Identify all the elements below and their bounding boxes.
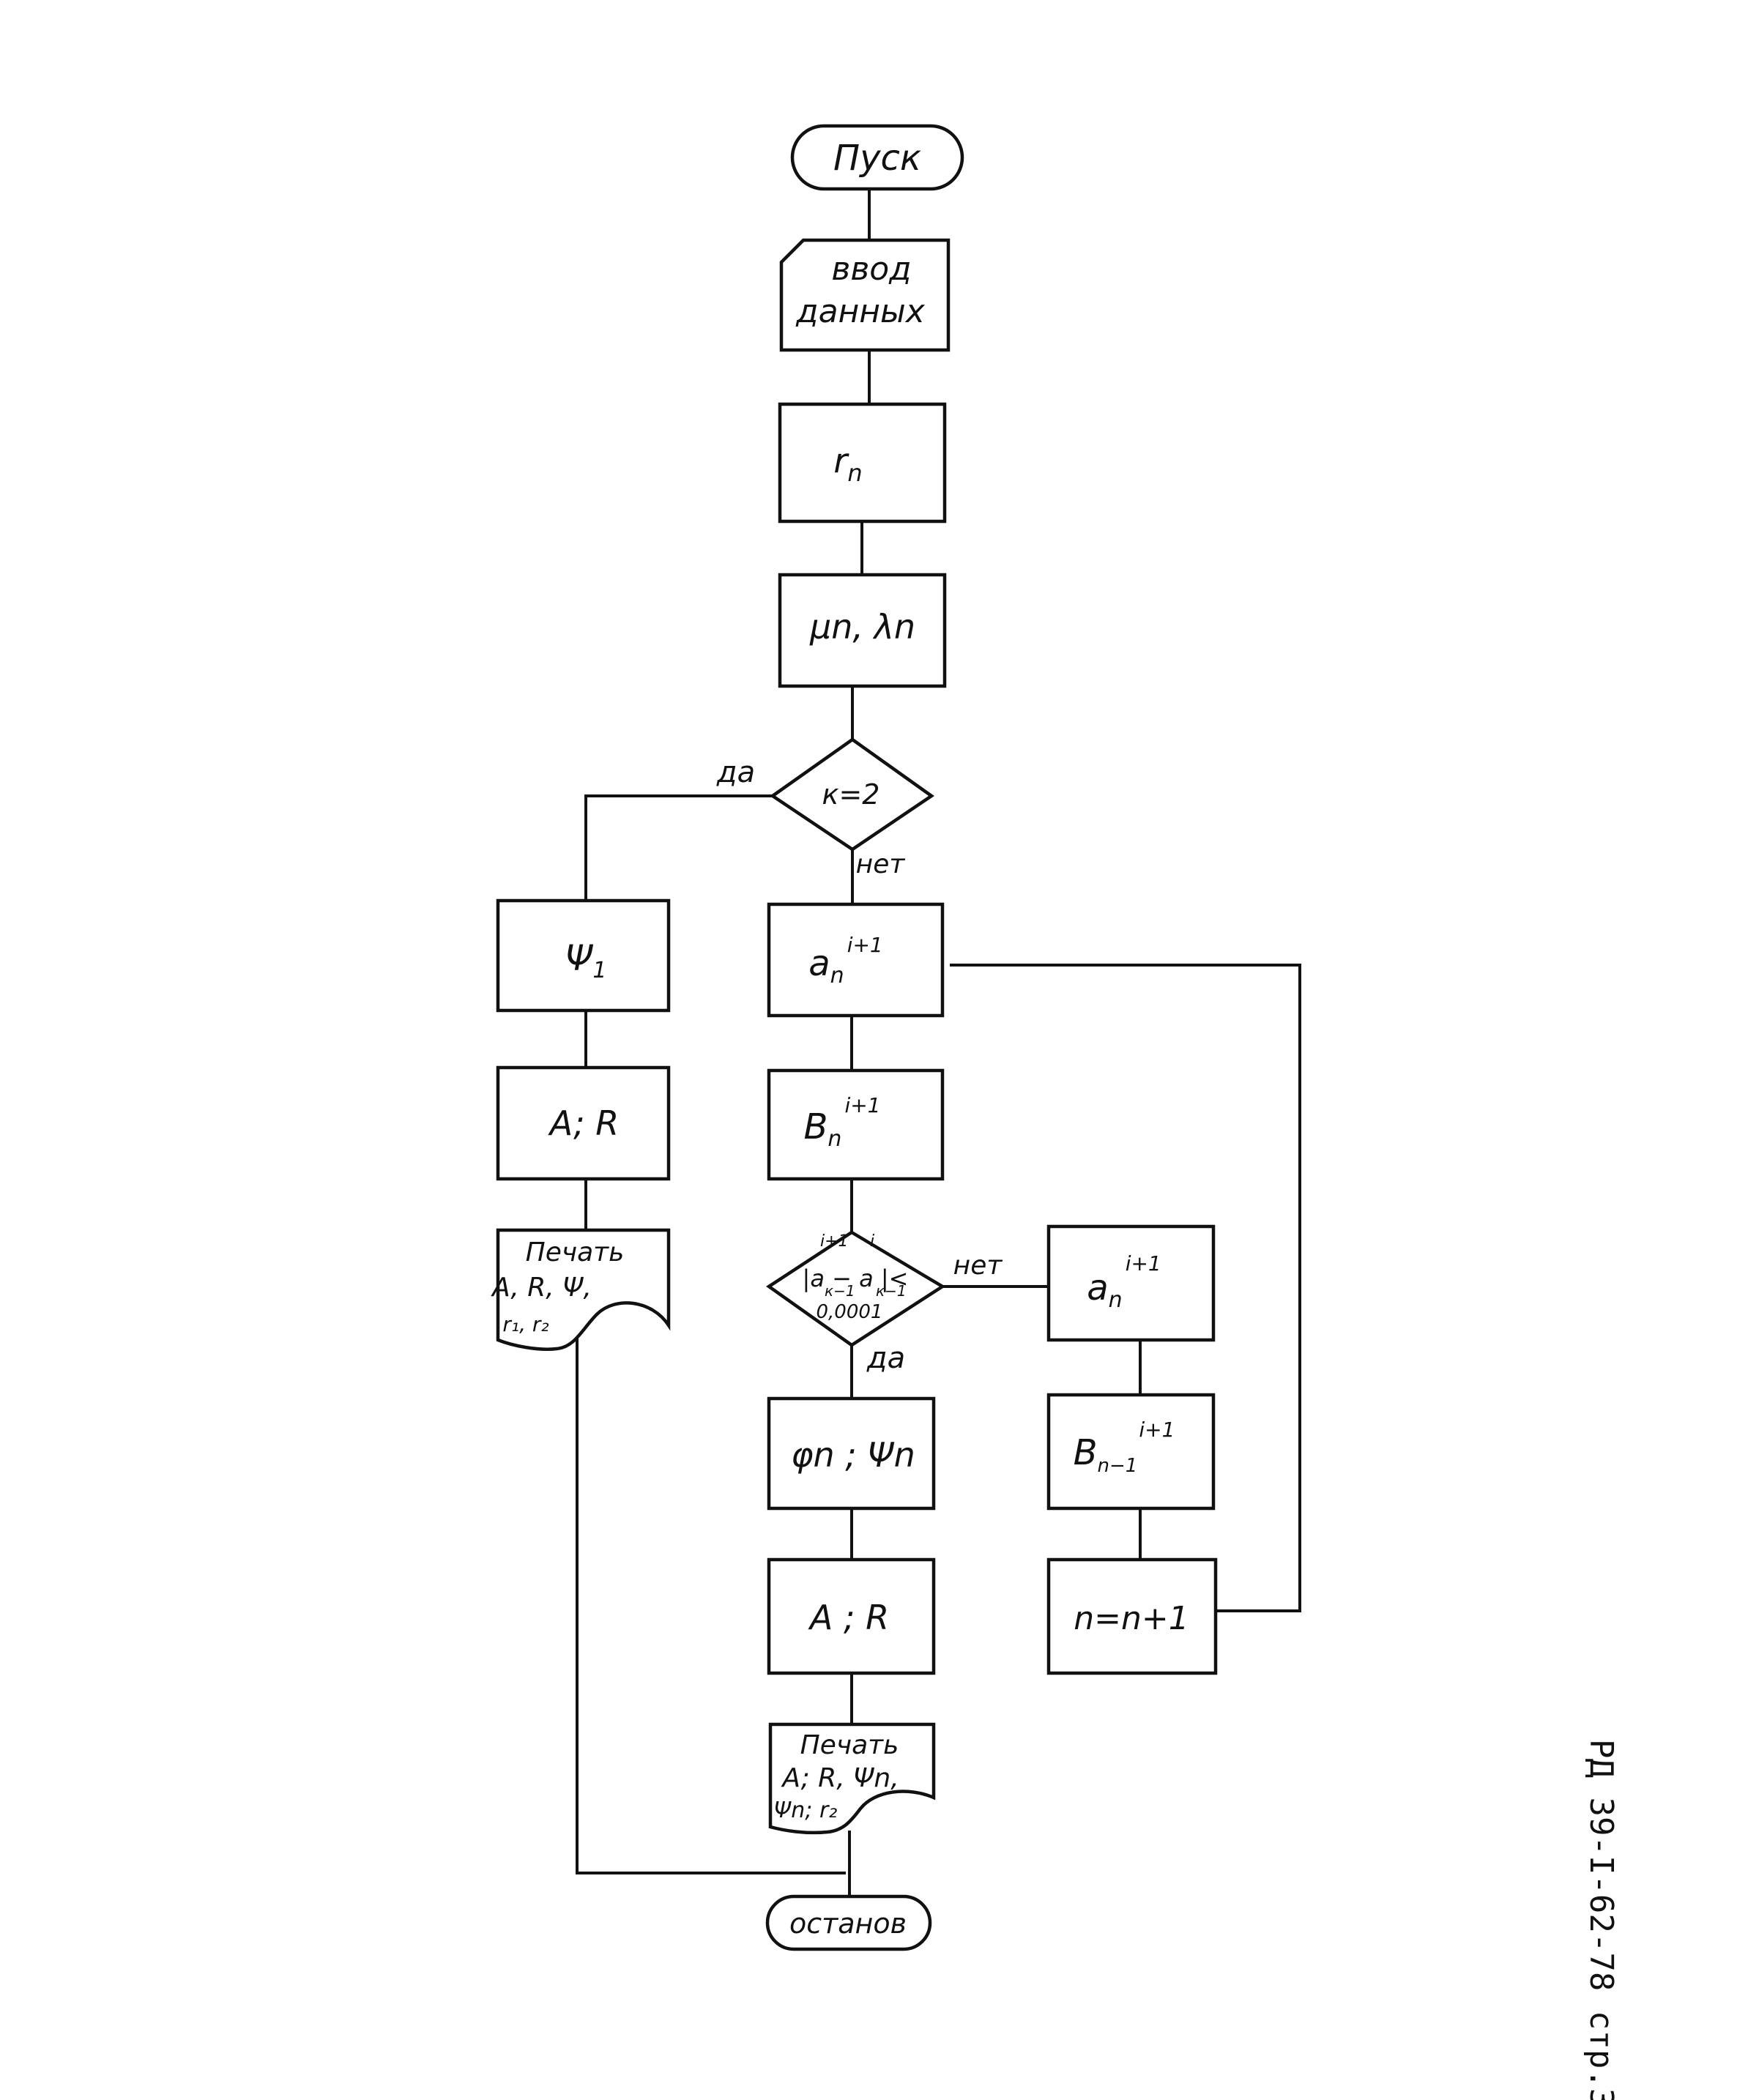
- bn-label: Bni+1: [803, 1093, 880, 1152]
- increment-box: [1046, 1557, 1218, 1675]
- an-right-label: ani+1: [1087, 1251, 1161, 1313]
- bn1-label: Bn−1i+1: [1074, 1418, 1175, 1477]
- convergence-diamond: [766, 1230, 946, 1347]
- mu-lambda-box: [778, 573, 947, 688]
- psi1-box: [496, 898, 671, 1013]
- ar-mid-label: A ; R: [808, 1598, 889, 1637]
- print-left-document: [496, 1228, 671, 1351]
- label-no-down: нет: [856, 849, 906, 879]
- start-label: Пуск: [833, 138, 921, 179]
- connectors: [576, 189, 1301, 1896]
- conv-line2: 0,0001: [817, 1301, 883, 1323]
- print-mid-line3: Ψn; r₂: [774, 1798, 838, 1823]
- rn-box: [778, 402, 947, 524]
- psi1-label: Ψ1: [565, 938, 607, 983]
- input-label-line1: ввод: [831, 250, 911, 288]
- label-no-right: нет: [953, 1251, 1003, 1281]
- an-label: ani+1: [808, 933, 883, 988]
- conv-sub1: к−1: [825, 1282, 855, 1300]
- stop-label: останов: [789, 1907, 907, 1940]
- ar-left-label: A; R: [548, 1103, 619, 1143]
- page-reference: РД 39-I-62-78 стр.39: [1583, 1739, 1620, 2100]
- bn1-box: [1046, 1393, 1216, 1511]
- arrow-decision-yes-left: [584, 794, 773, 901]
- print-left-line3: r₁, r₂: [502, 1312, 548, 1336]
- phi-psi-box: [767, 1396, 936, 1511]
- ar-mid-box: [767, 1557, 936, 1675]
- an-right-box: [1046, 1224, 1216, 1342]
- ar-left-box: [496, 1065, 671, 1181]
- increment-label: n=n+1: [1074, 1600, 1189, 1637]
- input-label-line2: данных: [795, 293, 926, 330]
- label-yes-left: да: [716, 756, 755, 789]
- arrow-loop-back: [950, 964, 1301, 1612]
- conv-sub2: к−1: [876, 1282, 907, 1300]
- arrow-print-left-stop: [576, 1336, 846, 1874]
- conv-sup1: i+1: [820, 1232, 849, 1251]
- rn-label: rn: [833, 441, 862, 487]
- print-left-line2: A, R, Ψ,: [491, 1273, 592, 1303]
- decision-k-label: к=2: [822, 778, 880, 811]
- input-card: [779, 238, 951, 352]
- conv-sup2: i: [870, 1232, 874, 1251]
- print-mid-document: [768, 1722, 936, 1835]
- stop-terminator: [765, 1894, 932, 1951]
- bn-box: [767, 1068, 945, 1181]
- print-mid-line1: Печать: [800, 1730, 899, 1760]
- decision-k-diamond: [770, 737, 934, 852]
- start-terminator: [790, 124, 964, 191]
- conv-line1: |a − a |<: [803, 1265, 909, 1292]
- an-box: [767, 902, 945, 1018]
- label-yes-down: да: [866, 1341, 905, 1375]
- phi-psi-label: φn ; Ψn: [791, 1435, 915, 1475]
- print-mid-line2: A; R, Ψn,: [781, 1763, 899, 1793]
- mu-lambda-label: μn, λn: [809, 607, 915, 647]
- print-left-line1: Печать: [526, 1237, 625, 1267]
